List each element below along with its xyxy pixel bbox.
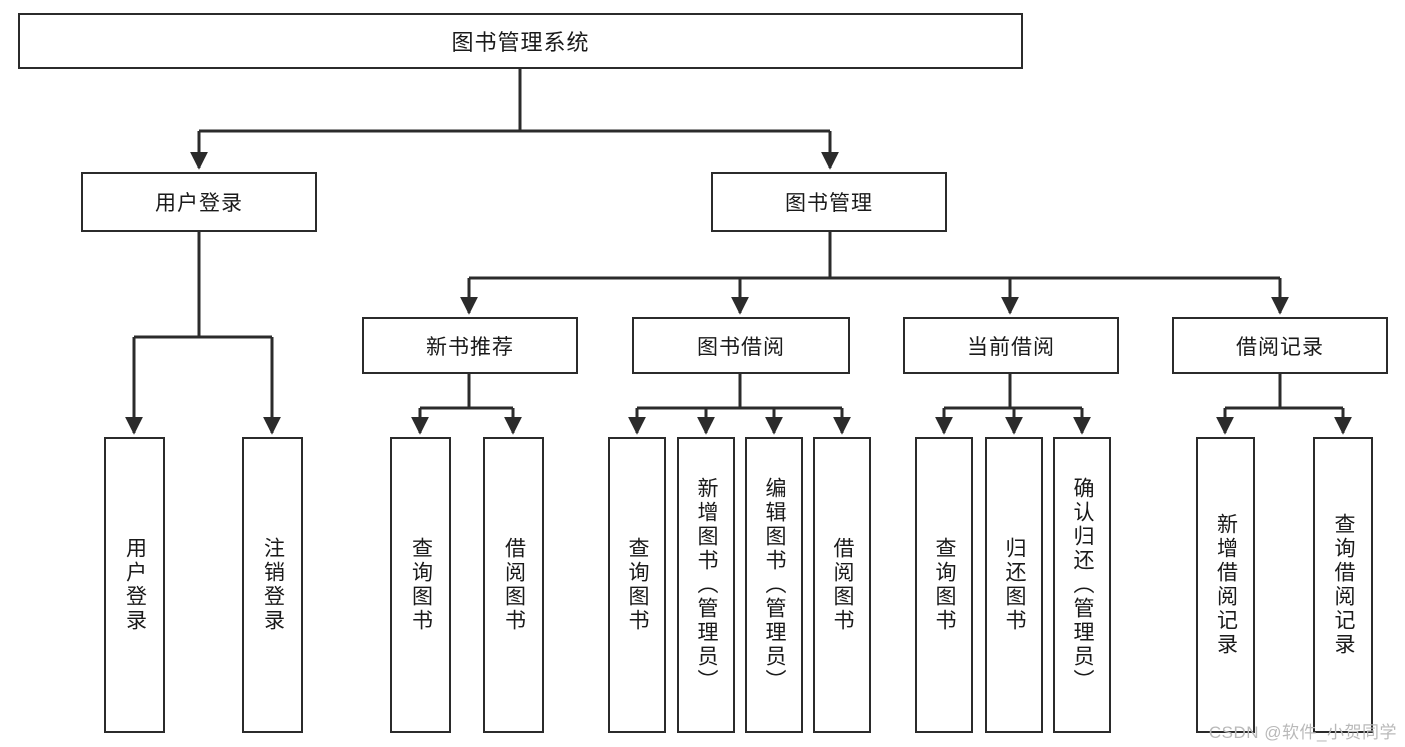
leaf-edit-book-admin[interactable]: 编辑图书（管理员） [745,437,803,733]
leaf-confirm-return-admin[interactable]: 确认归还（管理员） [1053,437,1111,733]
csdn-watermark: CSDN @软件_小贺同学 [1208,723,1397,742]
leaf-add-book-admin[interactable]: 新增图书（管理员） [677,437,735,733]
node-user-login[interactable]: 用户登录 [81,172,317,232]
leaf-borrow-book-recommend[interactable]: 借阅图书 [483,437,544,733]
leaf-add-borrow-record[interactable]: 新增借阅记录 [1196,437,1255,733]
leaf-borrow-book[interactable]: 借阅图书 [813,437,871,733]
node-borrow-record[interactable]: 借阅记录 [1172,317,1388,374]
leaf-query-book-borrow[interactable]: 查询图书 [608,437,666,733]
leaf-user-logout[interactable]: 注销登录 [242,437,303,733]
leaf-query-book-current[interactable]: 查询图书 [915,437,973,733]
node-root[interactable]: 图书管理系统 [18,13,1023,69]
leaf-user-login[interactable]: 用户登录 [104,437,165,733]
node-current-borrow[interactable]: 当前借阅 [903,317,1119,374]
node-book-borrow[interactable]: 图书借阅 [632,317,850,374]
leaf-query-borrow-record[interactable]: 查询借阅记录 [1313,437,1373,733]
node-book-manage[interactable]: 图书管理 [711,172,947,232]
leaf-query-book-recommend[interactable]: 查询图书 [390,437,451,733]
leaf-return-book[interactable]: 归还图书 [985,437,1043,733]
node-new-book-recommend[interactable]: 新书推荐 [362,317,578,374]
